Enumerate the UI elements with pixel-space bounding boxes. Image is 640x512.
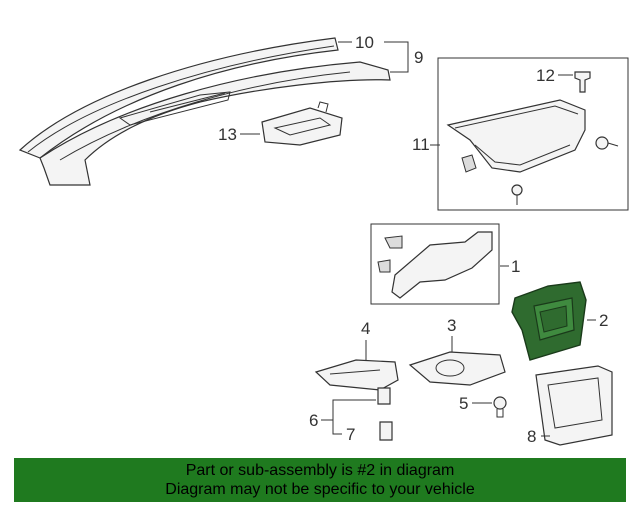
part-9-10-dash-trim xyxy=(18,37,391,186)
banner-line-1: Part or sub-assembly is #2 in diagram xyxy=(185,462,455,479)
part-8-bezel xyxy=(535,365,613,446)
part-13 xyxy=(261,101,343,146)
part-2-highlighted xyxy=(511,281,587,361)
part-1-box xyxy=(370,223,500,305)
part-6-7-fasteners xyxy=(377,387,393,441)
callout-5: 5 xyxy=(459,394,468,413)
callout-1: 1 xyxy=(511,257,520,276)
callout-12: 12 xyxy=(536,66,555,85)
callout-9: 9 xyxy=(414,48,423,67)
parts-diagram: 10 9 13 11 12 1 2 4 3 5 6 7 8 xyxy=(18,33,629,446)
callout-10: 10 xyxy=(355,33,374,52)
callout-7: 7 xyxy=(346,425,355,444)
part-4 xyxy=(314,359,399,391)
callout-8: 8 xyxy=(527,427,536,446)
info-banner: Part or sub-assembly is #2 in diagram Di… xyxy=(14,458,626,502)
part-12-bolt xyxy=(574,71,591,93)
callout-11: 11 xyxy=(412,135,430,154)
callout-2: 2 xyxy=(599,311,608,330)
callout-13: 13 xyxy=(218,125,237,144)
callout-4: 4 xyxy=(361,319,370,338)
part-11-box xyxy=(437,57,629,211)
part-3 xyxy=(408,351,506,386)
callout-3: 3 xyxy=(447,316,456,335)
banner-line-2: Diagram may not be specific to your vehi… xyxy=(165,481,475,498)
callout-6: 6 xyxy=(309,411,318,430)
leader-lines xyxy=(240,41,596,437)
part-5-clip xyxy=(493,396,507,418)
